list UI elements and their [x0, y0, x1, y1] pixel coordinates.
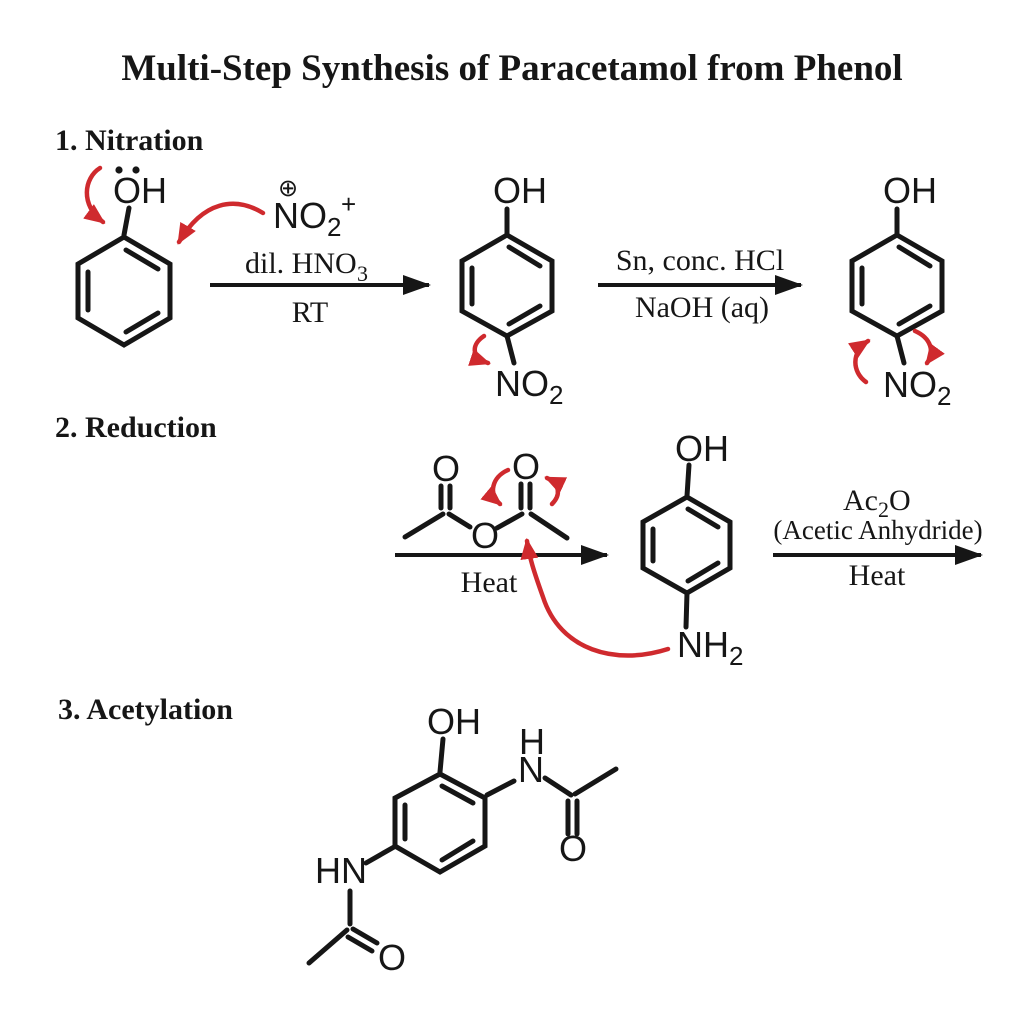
- oh-label: OH: [493, 170, 547, 211]
- curved-arrow-lone-pair-icon: [83, 165, 106, 225]
- lone-pair-dot: [132, 166, 140, 174]
- nitronium-label: NO: [273, 195, 327, 236]
- c-nh2-bond: [683, 590, 690, 630]
- reagent-above-subscript: 3: [357, 261, 368, 286]
- no2-label: NO: [495, 363, 549, 404]
- reagent-above-end: O: [889, 484, 911, 517]
- c-oh-bond: [684, 462, 692, 499]
- curved-arrow-carbonyl-right-icon: [544, 475, 568, 507]
- condition-below: Heat: [461, 566, 518, 599]
- carbonyl-o-right-label: O: [512, 446, 540, 487]
- nh2-label: NH: [677, 624, 729, 665]
- left-carbonyl: [402, 483, 473, 540]
- reagent-below: NaOH (aq): [635, 291, 769, 324]
- amide-n-label: N: [518, 749, 544, 790]
- right-carbonyl: [494, 481, 570, 541]
- curved-arrow-attack-icon: [176, 201, 266, 245]
- benzene-ring: [849, 232, 945, 339]
- benzene-ring: [392, 771, 488, 875]
- condition-below: Heat: [849, 559, 906, 592]
- acetic-anhydride-structure: O O O: [402, 446, 570, 556]
- phenol-oh-label: OH: [113, 170, 167, 211]
- curved-arrow-nucleophile-icon: [520, 538, 671, 658]
- oh-label: OH: [883, 170, 937, 211]
- page-title: Multi-Step Synthesis of Paracetamol from…: [121, 48, 902, 89]
- amide-hn-label: HN: [315, 850, 367, 891]
- curved-arrow-icon: [468, 333, 491, 366]
- condition-below: RT: [292, 296, 329, 329]
- nitronium-ion: ⊕ NO 2 +: [176, 174, 356, 245]
- oh-label: OH: [675, 428, 729, 469]
- benzene-ring: [640, 494, 733, 596]
- c-oh-bond: [121, 205, 132, 238]
- benzene-ring: [459, 232, 555, 339]
- acetamido-left: HN O: [306, 844, 406, 978]
- nitronium-subscript: 2: [327, 212, 341, 242]
- no2-label: NO: [883, 364, 937, 405]
- c-no2-bond: [504, 333, 517, 366]
- reagent-above: Sn, conc. HCl: [616, 244, 784, 277]
- curved-arrow-carbonyl-left-icon: [480, 467, 511, 507]
- reaction-arrow-3: Heat: [395, 545, 609, 599]
- aminophenol-structure: OH NH 2: [640, 428, 743, 671]
- carbonyl-o-left-label: O: [432, 448, 460, 489]
- nitronium-charge: +: [341, 189, 356, 219]
- nitrophenol-product-structure: OH NO 2: [848, 170, 951, 411]
- amide-h-label: H: [519, 721, 545, 762]
- reagent-above: Ac: [843, 484, 878, 517]
- carbonyl-o-label: O: [559, 828, 587, 869]
- step3-heading: 3. Acetylation: [58, 693, 233, 726]
- no2-subscript: 2: [549, 380, 563, 410]
- step1-heading: 1. Nitration: [55, 124, 204, 157]
- reaction-arrow-2: Sn, conc. HCl NaOH (aq): [598, 244, 803, 324]
- benzene-ring: [75, 234, 173, 348]
- oh-label: OH: [427, 701, 481, 742]
- c-oh-bond: [437, 736, 446, 775]
- reagent-note: (Acetic Anhydride): [773, 515, 982, 545]
- bridge-o-label: O: [471, 515, 499, 556]
- step2-heading: 2. Reduction: [55, 411, 217, 444]
- reagent-above: dil. HNO: [245, 247, 357, 280]
- paracetamol-product-structure: OH H N O HN O: [306, 701, 619, 978]
- reagent-above-subscript: 2: [878, 497, 889, 522]
- reaction-arrow-4: Ac 2 O (Acetic Anhydride) Heat: [773, 484, 983, 592]
- phenol-structure: OH: [75, 165, 173, 348]
- c-no2-bond: [894, 333, 907, 366]
- curved-arrow-right-icon: [912, 328, 945, 366]
- carbonyl-o-label: O: [378, 937, 406, 978]
- no2-subscript: 2: [937, 381, 951, 411]
- lone-pair-dot: [115, 166, 123, 174]
- reaction-arrow-1: dil. HNO 3 RT: [210, 247, 431, 329]
- curved-arrow-left-icon: [848, 338, 871, 385]
- acetamido-right: H N O: [484, 721, 619, 869]
- circled-plus-icon: ⊕: [278, 174, 298, 202]
- nitrophenol-structure: OH NO 2: [459, 170, 563, 410]
- nh2-subscript: 2: [729, 641, 743, 671]
